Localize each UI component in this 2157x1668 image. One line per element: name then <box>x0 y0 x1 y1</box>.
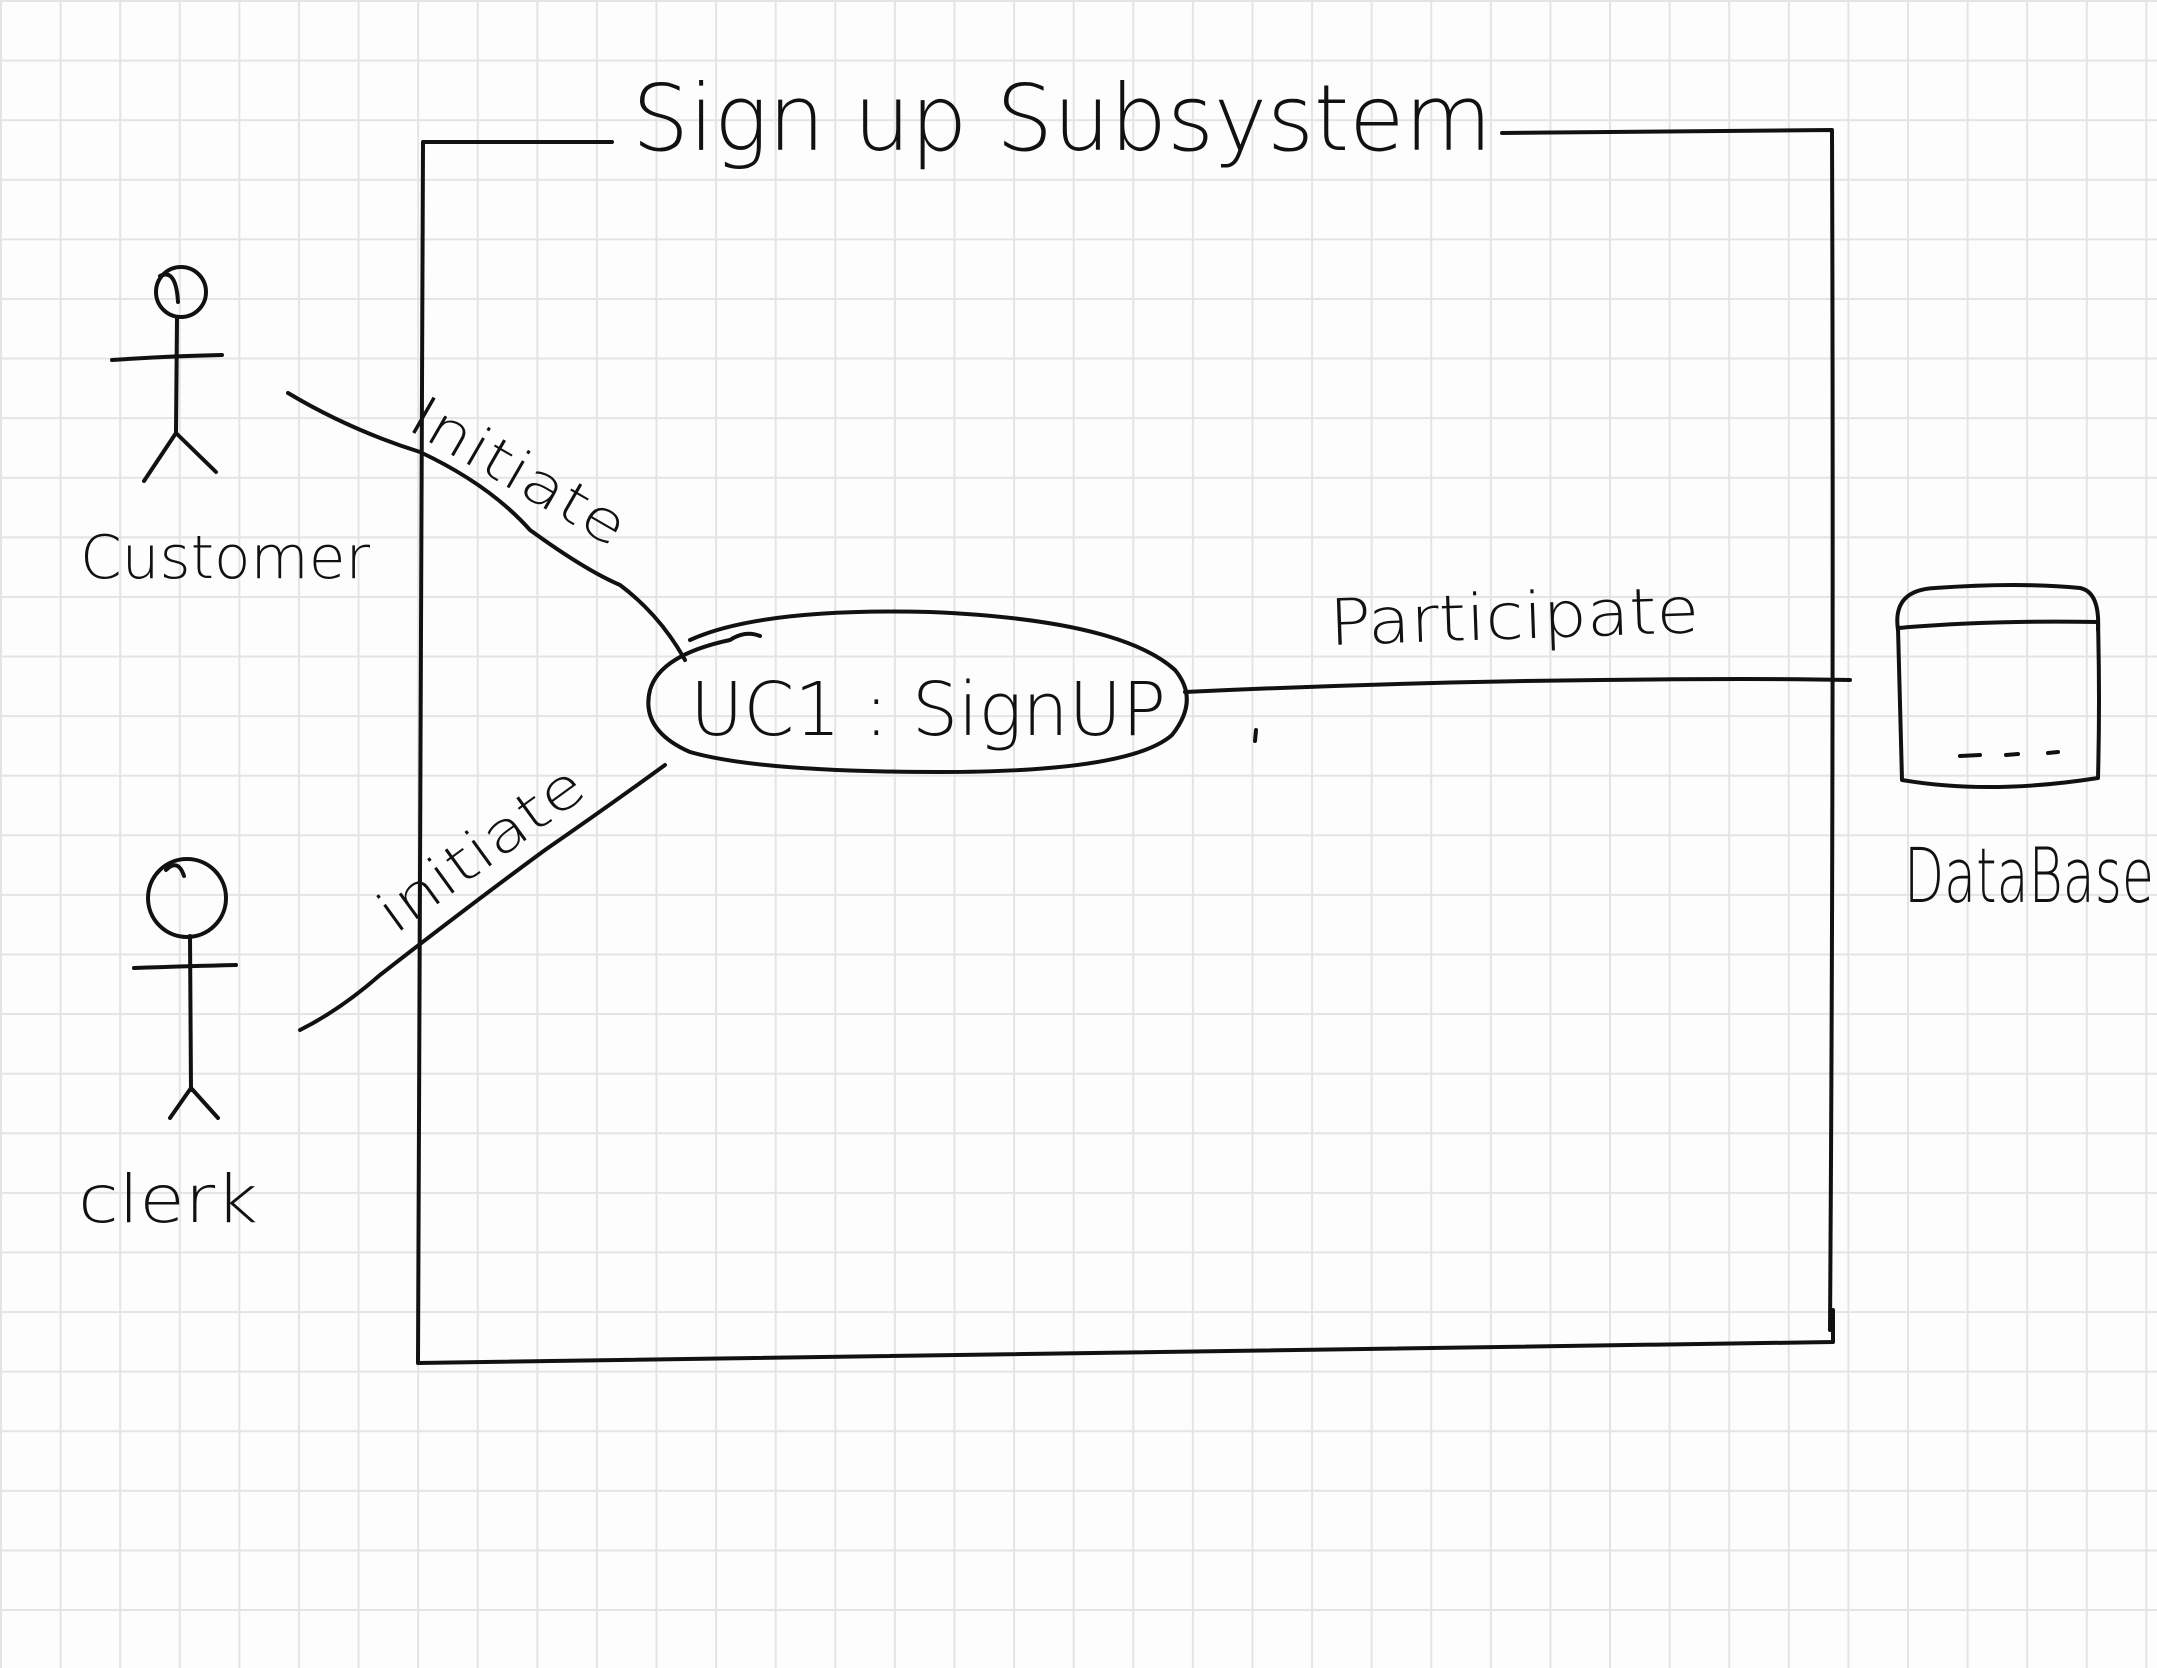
stick-figure-icon <box>110 265 224 483</box>
clerk-association-label: initiate <box>365 753 597 947</box>
association-database-participate: Participate <box>1183 574 1852 694</box>
use-case-label: UC1 : SignUP <box>690 667 1166 753</box>
use-case-signup[interactable]: UC1 : SignUP <box>646 609 1189 774</box>
customer-label: Customer <box>80 523 370 593</box>
association-customer-initiate: Initiate <box>286 384 687 662</box>
clerk-actor: clerk <box>78 857 258 1238</box>
customer-association-label: Initiate <box>398 384 638 560</box>
system-title: Sign up Subsystem <box>632 65 1492 172</box>
association-clerk-initiate: initiate <box>298 753 667 1032</box>
stick-figure-icon <box>132 857 238 1120</box>
clerk-label: clerk <box>78 1161 258 1238</box>
database-association-label: Participate <box>1328 574 1700 661</box>
database-node: DataBase <box>1895 583 2154 920</box>
database-label: DataBase <box>1904 831 2154 920</box>
stray-pen-mark <box>1253 728 1258 743</box>
database-cylinder-icon <box>1895 583 2101 790</box>
customer-actor: Customer <box>80 265 370 593</box>
system-boundary <box>416 128 1835 1365</box>
